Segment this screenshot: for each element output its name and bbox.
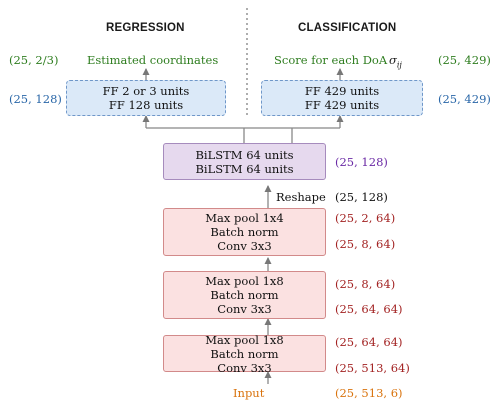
regression-header: REGRESSION xyxy=(106,22,185,34)
block3-line3: Conv 3x3 xyxy=(217,360,272,375)
regression-output-label: Estimated coordinates xyxy=(87,53,219,67)
block3-line2: Batch norm xyxy=(210,346,279,361)
input-shape: (25, 513, 6) xyxy=(335,386,403,400)
block1-shape-bottom: (25, 8, 64) xyxy=(335,237,396,251)
regression-output-shape: (25, 2/3) xyxy=(9,53,59,67)
sigma-symbol: σij xyxy=(389,53,402,72)
sigma-base: σ xyxy=(389,53,397,67)
classification-ff-box: FF 429 units FF 429 units xyxy=(261,80,423,116)
regression-ff-box: FF 2 or 3 units FF 128 units xyxy=(66,80,226,116)
block3-shape-bottom: (25, 513, 64) xyxy=(335,361,410,375)
bilstm-line1: BiLSTM 64 units xyxy=(195,147,294,162)
conv-block-3: Max pool 1x8 Batch norm Conv 3x3 xyxy=(163,332,326,375)
conv-block-1: Max pool 1x4 Batch norm Conv 3x3 xyxy=(163,208,326,256)
classification-output-shape: (25, 429) xyxy=(438,53,491,67)
block2-line2: Batch norm xyxy=(210,288,279,302)
classification-ff-line1: FF 429 units xyxy=(304,84,380,98)
bilstm-box: BiLSTM 64 units BiLSTM 64 units xyxy=(163,143,326,180)
block2-line3: Conv 3x3 xyxy=(217,302,272,316)
classification-ff-shape: (25, 429) xyxy=(438,92,491,106)
sigma-subscript: ij xyxy=(396,60,402,70)
conv-block-2: Max pool 1x8 Batch norm Conv 3x3 xyxy=(163,271,326,319)
classification-header: CLASSIFICATION xyxy=(298,22,397,34)
block1-line2: Batch norm xyxy=(210,225,279,239)
block3-shape-top: (25, 64, 64) xyxy=(335,335,403,349)
reshape-shape: (25, 128) xyxy=(335,190,388,204)
input-label: Input xyxy=(233,386,265,400)
block2-shape-bottom: (25, 64, 64) xyxy=(335,302,403,316)
regression-ff-line2: FF 128 units xyxy=(108,98,184,112)
classification-output-label: Score for each DoA xyxy=(274,53,388,67)
block2-shape-top: (25, 8, 64) xyxy=(335,277,396,291)
regression-ff-shape: (25, 128) xyxy=(9,92,62,106)
regression-ff-line1: FF 2 or 3 units xyxy=(102,84,190,98)
block2-line1: Max pool 1x8 xyxy=(205,274,284,288)
bilstm-line2: BiLSTM 64 units xyxy=(195,161,294,176)
classification-ff-line2: FF 429 units xyxy=(304,98,380,112)
block1-shape-top: (25, 2, 64) xyxy=(335,211,396,225)
block1-line3: Conv 3x3 xyxy=(217,239,272,253)
block3-line1: Max pool 1x8 xyxy=(205,332,284,347)
bilstm-shape: (25, 128) xyxy=(335,155,388,169)
reshape-label: Reshape xyxy=(276,190,326,204)
block1-line1: Max pool 1x4 xyxy=(205,211,284,225)
